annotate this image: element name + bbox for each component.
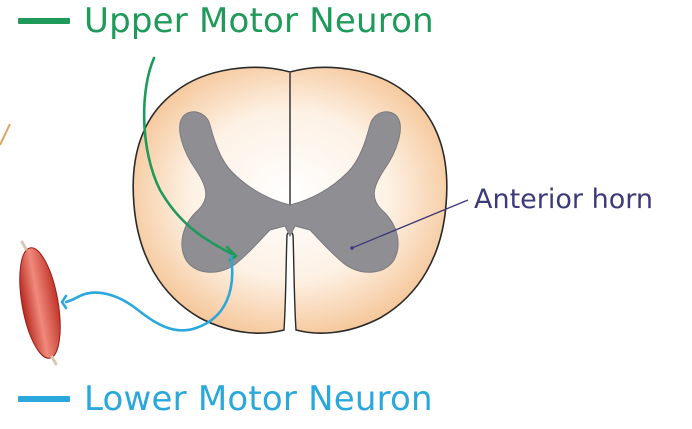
muscle-icon bbox=[13, 245, 68, 362]
lower-motor-neuron-legend: Lower Motor Neuron bbox=[18, 382, 433, 416]
edge-mark bbox=[0, 124, 10, 145]
lower-motor-neuron-label: Lower Motor Neuron bbox=[84, 382, 433, 416]
upper-motor-neuron-legend: Upper Motor Neuron bbox=[18, 4, 434, 38]
muscle-tendon-bottom bbox=[52, 357, 56, 364]
upper-motor-neuron-label: Upper Motor Neuron bbox=[84, 4, 434, 38]
anterior-horn-pointer-dot bbox=[350, 246, 354, 250]
upper-motor-neuron-swatch bbox=[18, 18, 70, 24]
lower-motor-neuron-swatch bbox=[18, 396, 70, 402]
anterior-horn-label: Anterior horn bbox=[474, 186, 653, 213]
muscle-tendon-top bbox=[22, 242, 26, 249]
